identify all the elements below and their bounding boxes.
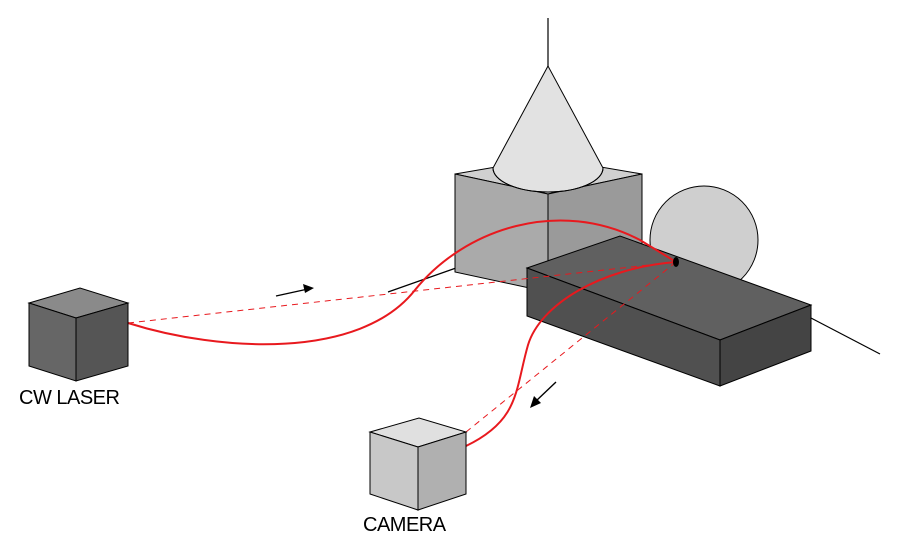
camera-label: CAMERA	[363, 514, 446, 536]
arrow-right-icon	[275, 284, 314, 297]
camera-cube	[368, 417, 468, 511]
direct-path-camera	[465, 261, 677, 433]
focus-point	[673, 257, 679, 267]
floor-axis-right	[810, 317, 881, 355]
cone	[492, 64, 604, 193]
laser-beam-curve	[127, 219, 677, 346]
cw-laser-cube	[27, 287, 130, 382]
direct-path-laser	[127, 261, 677, 324]
cw-laser-label: CW LASER	[19, 387, 120, 409]
arrow-down-left-icon	[530, 381, 557, 408]
dark-slab	[525, 235, 813, 387]
floor-axis-left	[387, 267, 457, 293]
camera-return-curve	[465, 261, 677, 447]
